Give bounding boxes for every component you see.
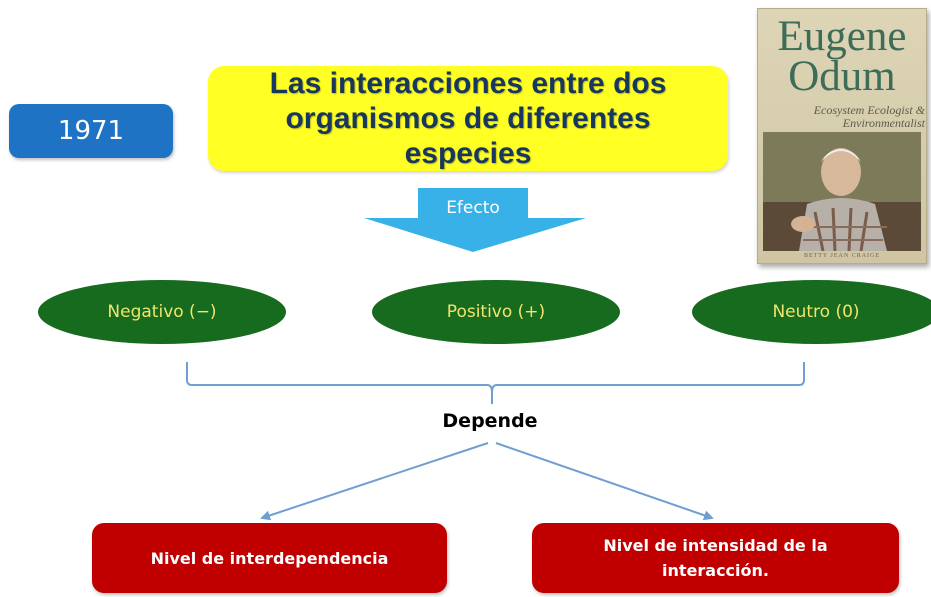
effect-arrow [364,188,586,252]
arrow-to-intensity [495,442,714,521]
depends-label: Depende [442,410,538,432]
factor-interdependence: Nivel de interdependencia [92,523,447,593]
factor-intensity: Nivel de intensidad de la interacción. [532,523,899,593]
book-author-photo [763,132,921,252]
effect-arrow-label: Efecto [446,198,500,218]
book-subtitle: Ecosystem Ecologist & Environmentalist [813,103,925,130]
factor-interdependence-label: Nivel de interdependencia [150,548,389,568]
book-author-first-name: Eugene [777,13,907,60]
effect-negative: Negativo (−) [38,280,286,344]
arrow-to-interdependence [260,442,489,521]
factor-intensity-label: Nivel de intensidad de la interacción. [603,536,828,580]
grouping-bracket [186,362,805,393]
portrait-image [763,132,921,252]
down-arrow-shape [364,188,586,252]
book-byline: BETTY JEAN CRAIGE [803,253,881,259]
title-box: Las interacciones entre dos organismos d… [208,66,728,171]
book-author-last-name: Odum [788,53,896,100]
diagram-title: Las interacciones entre dos organismos d… [269,67,667,170]
effect-positive: Positivo (+) [372,280,620,344]
book-cover: Eugene Odum Ecosystem Ecologist & Enviro… [757,8,927,264]
effect-neutral: Neutro (0) [692,280,931,344]
year-badge: 1971 [9,104,173,158]
